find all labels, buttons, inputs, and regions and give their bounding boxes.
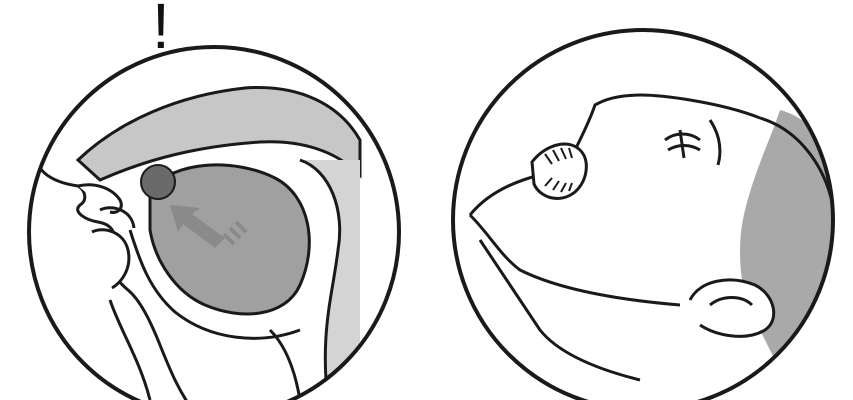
ear-icon [690, 280, 774, 336]
trachea-line [270, 330, 300, 400]
mouth-open [532, 144, 586, 198]
jaw-line [470, 215, 680, 305]
eye-icon [665, 130, 700, 158]
face-profile [470, 95, 760, 215]
throat-wall-shape [300, 160, 360, 400]
neck-line [110, 300, 150, 400]
right-panel [453, 30, 850, 400]
finger-1 [92, 230, 129, 288]
neck-front-line [480, 240, 640, 380]
left-panel [29, 40, 399, 400]
brow-line [710, 120, 720, 165]
ball-icon [141, 165, 175, 199]
exclamation-mark: ! [152, 0, 170, 58]
